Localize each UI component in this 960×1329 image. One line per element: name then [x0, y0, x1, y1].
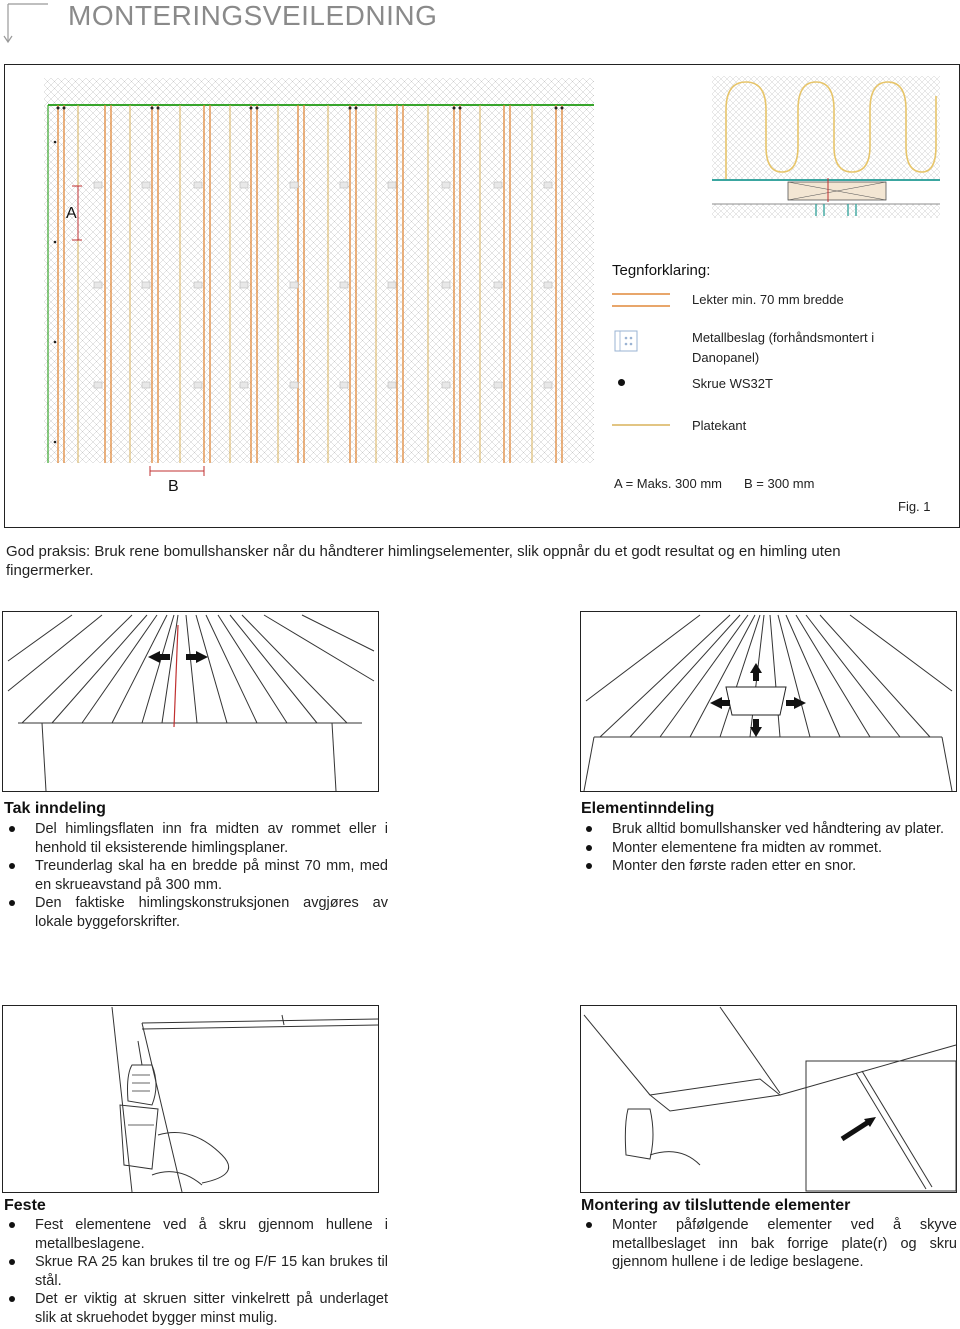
legend-lekter-text: Lekter min. 70 mm bredde [692, 292, 844, 307]
list-item: Monter den første raden etter en snor. [581, 857, 957, 876]
list-item: Monter elementene fra midten av rommet. [581, 839, 957, 858]
list-item: Skrue RA 25 kan brukes til tre og F/F 15… [4, 1253, 388, 1290]
list-item: Fest elementene ved å skru gjennom hulle… [4, 1216, 388, 1253]
section-title-montering: Montering av tilsluttende elementer [581, 1197, 851, 1214]
dimension-b-marker [149, 466, 205, 476]
list-item: Det er viktig at skruen sitter vinkelret… [4, 1290, 388, 1327]
cross-section-drawing [712, 76, 940, 218]
metal-clip-icon [614, 330, 638, 352]
dimension-a-value: A = Maks. 300 mm [614, 476, 723, 491]
section-title-elementinndeling: Elementinndeling [581, 800, 715, 817]
illustration-fastening [2, 1005, 379, 1193]
dimension-b-label: B [168, 478, 179, 495]
list-item: Bruk alltid bomullshansker ved håndterin… [581, 820, 957, 839]
feste-list: Fest elementene ved å skru gjennom hulle… [4, 1216, 388, 1327]
ceiling-plan-drawing [44, 78, 594, 463]
dimension-b-value: B = 300 mm [744, 476, 815, 491]
elementinndeling-list: Bruk alltid bomullshansker ved håndterin… [581, 820, 957, 876]
legend-beslag-text: Metallbeslag (forhåndsmontert i Danopane… [692, 330, 875, 365]
screw-dot-icon [618, 379, 625, 386]
list-item: Monter påfølgende elementer ved å skyve … [581, 1216, 957, 1272]
corner-mark-icon [3, 3, 48, 44]
figure-caption: Fig. 1 [898, 499, 931, 514]
dimension-a-label: A [66, 205, 77, 222]
montering-list: Monter påfølgende elementer ved å skyve … [581, 1216, 957, 1272]
legend-lekter-swatch [612, 293, 670, 307]
legend-skrue-text: Skrue WS32T [692, 376, 773, 391]
section-title-tak-inndeling: Tak inndeling [4, 800, 106, 817]
legend-platekant-swatch [612, 424, 670, 426]
page-title: MONTERINGSVEILEDNING [68, 0, 438, 31]
legend-platekant-text: Platekant [692, 418, 747, 433]
legend-title: Tegnforklaring: [612, 262, 711, 279]
list-item: Del himlingsflaten inn fra midten av rom… [4, 820, 388, 857]
good-practice-text: God praksis: Bruk rene bomullshansker nå… [6, 543, 841, 579]
list-item: Den faktiske himlingskonstruksjonen avgj… [4, 894, 388, 931]
list-item: Treunderlag skal ha en bredde på minst 7… [4, 857, 388, 894]
illustration-element-division [580, 611, 957, 792]
illustration-ceiling-division [2, 611, 379, 792]
tak-inndeling-list: Del himlingsflaten inn fra midten av rom… [4, 820, 388, 931]
section-title-feste: Feste [4, 1197, 46, 1214]
illustration-mounting-adjoining [580, 1005, 957, 1193]
